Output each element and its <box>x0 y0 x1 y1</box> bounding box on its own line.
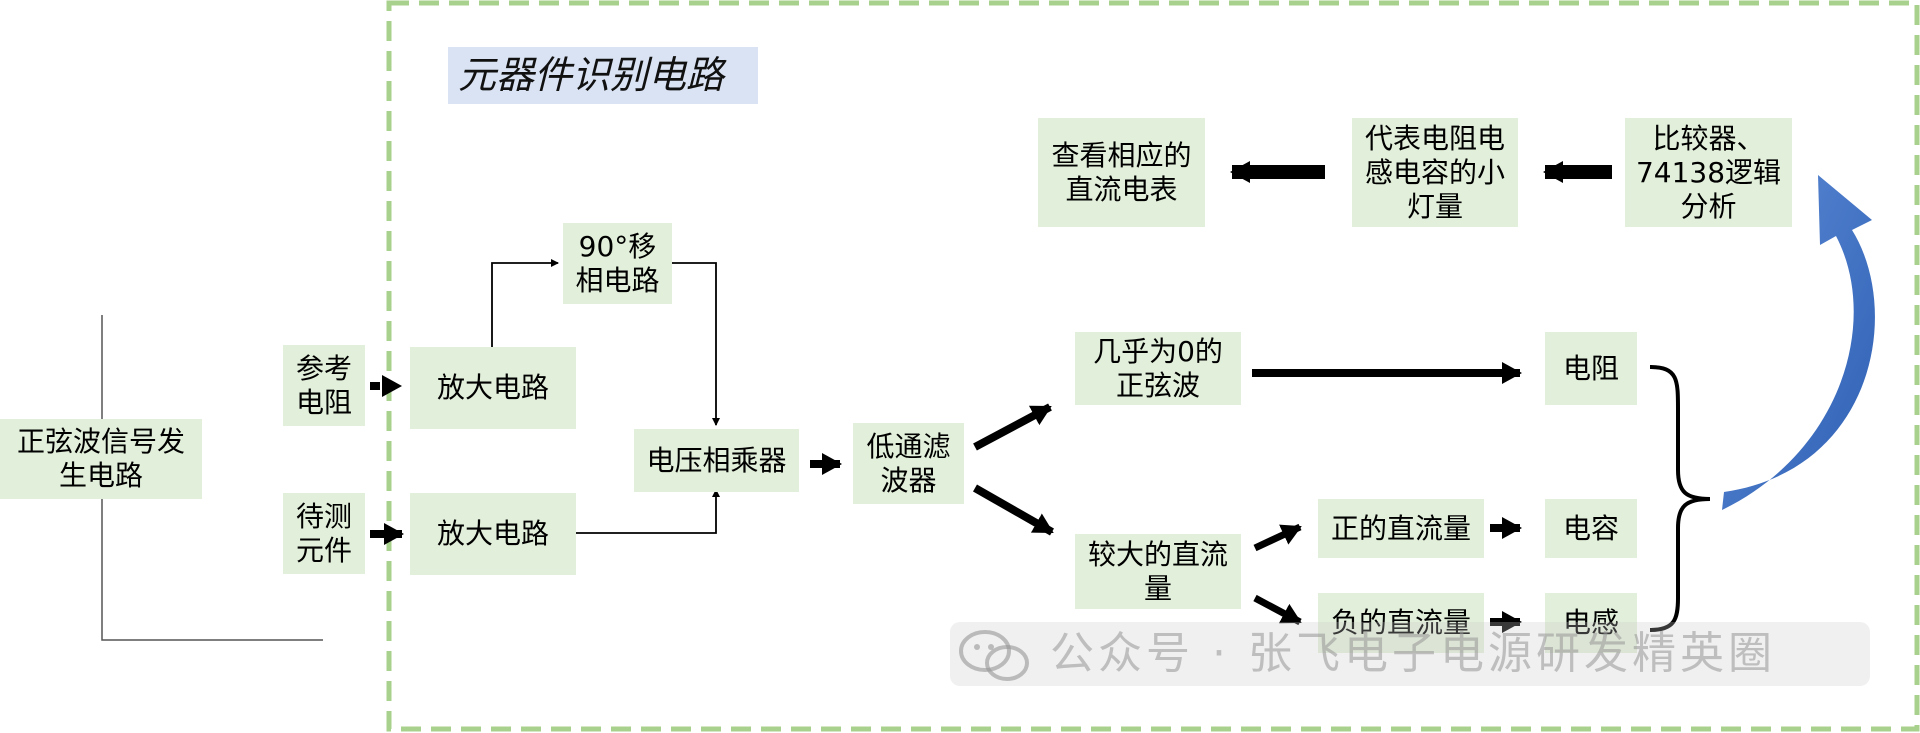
wechat-icon <box>959 630 1029 681</box>
node-reference-resistor: 参考 电阻 <box>283 345 365 426</box>
node-near-zero-sine: 几乎为0的 正弦波 <box>1075 332 1241 405</box>
arrow-lowpass-to-dc <box>973 484 1054 536</box>
watermark-prefix: 公众号 · <box>1050 628 1230 679</box>
node-comparator: 比较器、 74138逻辑 分析 <box>1625 118 1792 227</box>
arrow-lowpass-to-sine <box>973 403 1052 451</box>
node-dc-meter: 查看相应的 直流电表 <box>1038 118 1205 227</box>
arrow-dc-to-negative <box>1253 594 1302 626</box>
connector-amp-to-phase <box>491 259 559 347</box>
section-dashed-border <box>386 0 1920 732</box>
node-voltage-multiplier: 电压相乘器 <box>634 429 799 492</box>
node-device-under-test: 待测 元件 <box>283 493 365 574</box>
node-amplifier-top: 放大电路 <box>410 347 576 429</box>
node-resistor: 电阻 <box>1545 332 1637 405</box>
node-phase-shifter: 90°移 相电路 <box>563 223 672 304</box>
connector-amp-to-multiplier <box>576 489 720 534</box>
node-large-dc: 较大的直流 量 <box>1075 534 1241 609</box>
node-inductor: 电感 <box>1545 593 1637 653</box>
feedback-curved-arrow <box>1722 175 1875 510</box>
watermark-name: 张飞电子电源研发精英圈 <box>1247 628 1776 679</box>
node-sine-generator: 正弦波信号发 生电路 <box>0 419 202 499</box>
watermark-text: 公众号 · 张飞电子电源研发精英圈 <box>1050 626 1776 682</box>
watermark-band <box>950 622 1870 686</box>
connector-phase-to-multiplier <box>672 262 720 426</box>
grouping-brace <box>1649 365 1711 632</box>
arrow-dc-to-positive <box>1253 523 1302 552</box>
node-led-indicator: 代表电阻电 感电容的小 灯量 <box>1352 118 1518 227</box>
node-amplifier-bottom: 放大电路 <box>410 493 576 575</box>
node-positive-dc: 正的直流量 <box>1318 499 1484 558</box>
node-negative-dc: 负的直流量 <box>1318 593 1484 653</box>
node-capacitor: 电容 <box>1545 499 1637 558</box>
node-lowpass-filter: 低通滤 波器 <box>853 423 964 504</box>
section-title: 元器件识别电路 <box>448 47 758 104</box>
